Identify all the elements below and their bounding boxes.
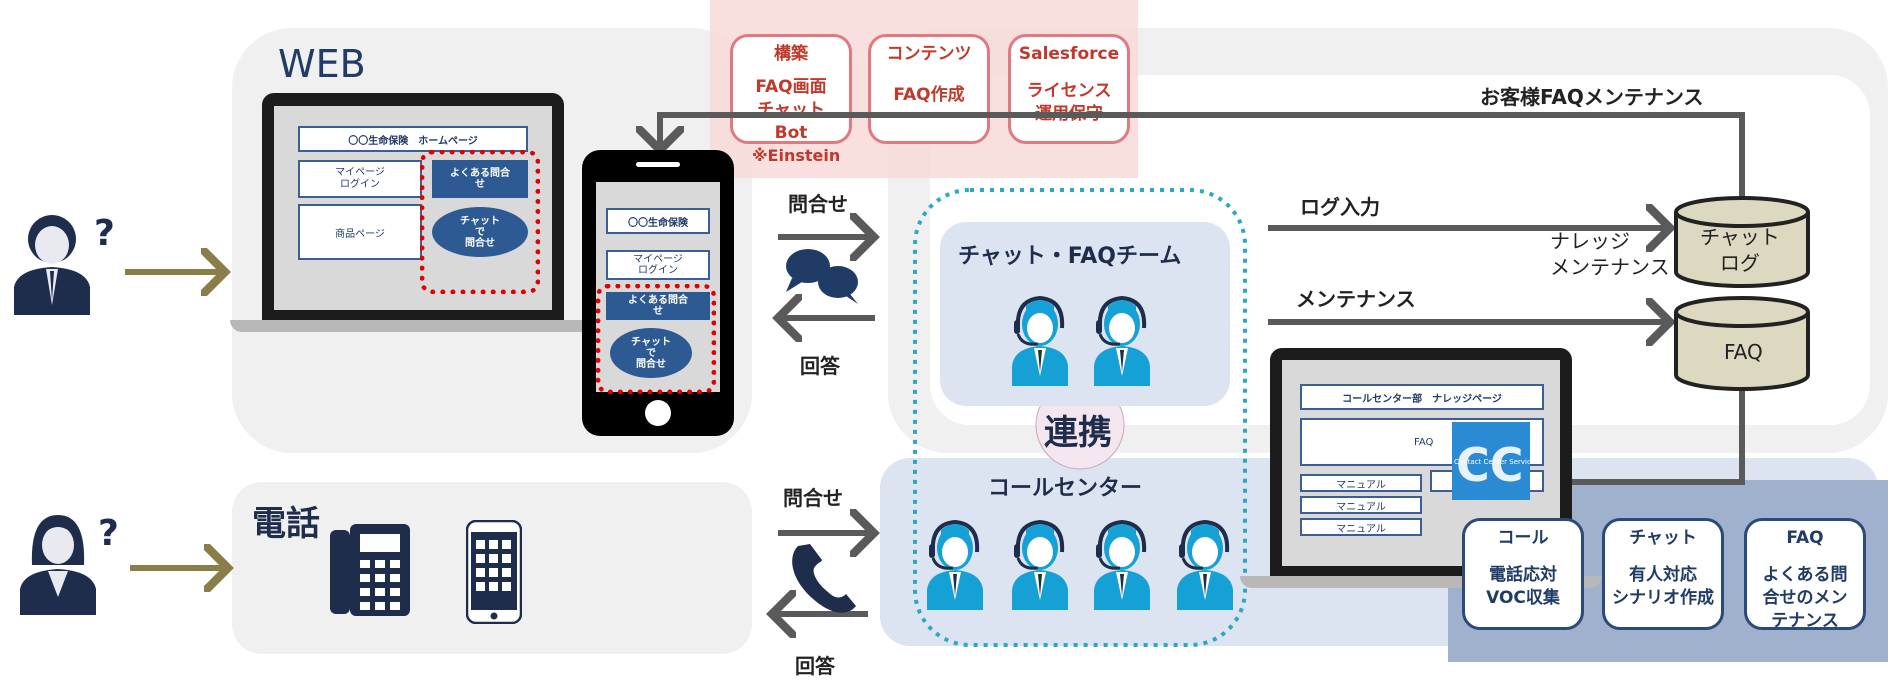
handset-icon — [792, 544, 856, 613]
phone-faq-button[interactable]: よくある問合 せ — [606, 292, 710, 320]
kb-manual-1[interactable]: マニュアル — [1300, 474, 1422, 492]
call-center-title: コールセンター — [988, 476, 1143, 501]
tel-customer-icon: ? — [18, 505, 126, 615]
einstein-note: ※Einstein — [752, 146, 841, 165]
smartphone-speaker — [636, 162, 680, 167]
web-laptop-base — [230, 320, 596, 332]
phone-mypage[interactable]: マイページ ログイン — [606, 250, 710, 280]
phone-header: 〇〇生命保険 — [606, 208, 710, 234]
chat-faq-team-box — [940, 222, 1230, 406]
call-operator-3 — [1092, 520, 1152, 612]
desk-phone-icon — [330, 524, 410, 616]
mobile-phone-icon — [466, 520, 522, 624]
maintenance-label: メンテナンス — [1296, 287, 1416, 311]
call-operator-4 — [1175, 520, 1235, 612]
team-dotted-region — [913, 188, 1247, 647]
phone-title: 電話 — [252, 504, 320, 544]
laptop-chat-bubble[interactable]: チャット で 問合せ — [432, 207, 528, 257]
web-customer-icon: ? — [12, 205, 120, 315]
build-box-content: コンテンツ FAQ作成 — [868, 34, 990, 144]
laptop-product[interactable]: 商品ページ — [298, 204, 422, 260]
service-box-faq: FAQ よくある問 合せのメン テナンス — [1744, 518, 1866, 631]
build-box-salesforce: Salesforce ライセンス 運用保守 — [1008, 34, 1130, 144]
faq-db-label: FAQ — [1724, 340, 1763, 364]
chat-faq-team-title: チャット・FAQチーム — [958, 244, 1182, 269]
build-box-construction: 構築 FAQ画面 チャット Bot — [730, 34, 852, 144]
answer-tel-label: 回答 — [795, 654, 835, 678]
kb-manual-3[interactable]: マニュアル — [1300, 518, 1422, 536]
inquiry-tel-label: 問合せ — [783, 486, 843, 510]
phone-chat-bubble[interactable]: チャット で 問合せ — [610, 328, 692, 378]
laptop-header: 〇〇生命保険 ホームページ — [298, 126, 528, 152]
service-box-call: コール 電話応対 VOC収集 — [1462, 518, 1584, 630]
svg-text:?: ? — [94, 213, 115, 254]
smartphone-home-button[interactable] — [645, 400, 671, 426]
answer-web-label: 回答 — [800, 354, 840, 378]
kb-faq-label: FAQ — [1414, 436, 1434, 448]
customer-faq-maint-label: お客様FAQメンテナンス — [1480, 85, 1704, 109]
chat-operator-2 — [1092, 296, 1152, 388]
link-label: 連携 — [1044, 413, 1112, 453]
faq-maint-line — [660, 112, 1745, 200]
inquiry-web-label: 問合せ — [788, 192, 848, 216]
faq-db — [1674, 296, 1810, 391]
faq-to-kb-line — [1548, 385, 1745, 482]
call-operator-2 — [1010, 520, 1070, 612]
chat-log-label: チャット ログ — [1700, 225, 1780, 275]
chat-log-db — [1674, 196, 1810, 288]
cc-logo: CC Contact Center Services — [1452, 422, 1539, 500]
web-title: WEB — [278, 42, 366, 86]
call-operator-1 — [925, 520, 985, 612]
laptop-mypage[interactable]: マイページ ログイン — [298, 160, 422, 198]
chat-operator-1 — [1010, 296, 1070, 388]
service-box-chat: チャット 有人対応 シナリオ作成 — [1602, 518, 1724, 630]
laptop-highlight — [420, 150, 540, 294]
laptop-faq-button[interactable]: よくある問合 せ — [432, 160, 528, 198]
kb-header: コールセンター部 ナレッジページ — [1300, 384, 1544, 410]
cc-logo-sub: Contact Center Services — [1454, 458, 1539, 466]
chat-bubbles-icon — [786, 249, 858, 304]
kb-manual-2[interactable]: マニュアル — [1300, 496, 1422, 514]
phone-highlight — [596, 284, 716, 394]
log-input-label: ログ入力 — [1300, 195, 1380, 219]
svg-text:?: ? — [98, 513, 119, 554]
knowledge-maint-label: ナレッジ メンテナンス — [1550, 229, 1670, 279]
cc-logo-text: CC — [1456, 438, 1524, 492]
